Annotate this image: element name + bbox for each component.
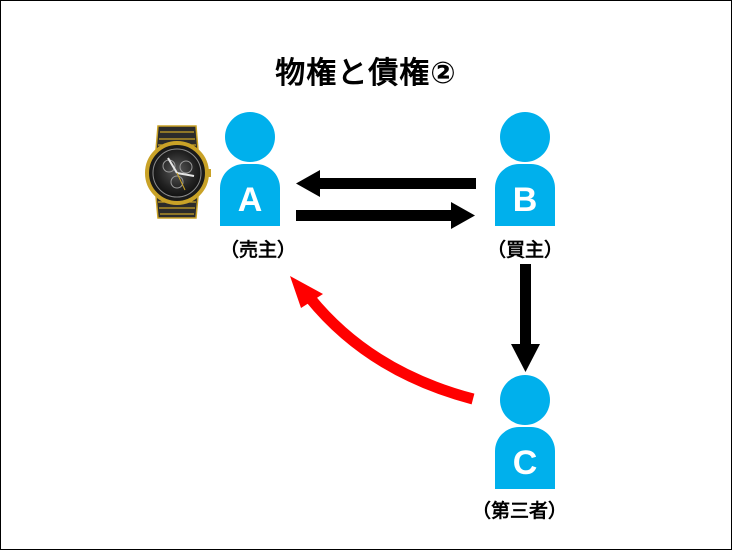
person-a-head (225, 112, 275, 162)
person-c-role-label: （第三者） (472, 500, 568, 522)
slide-title: 物権と債権② (275, 56, 457, 91)
person-a: A (220, 112, 280, 226)
arrow-b-to-c (511, 264, 540, 372)
person-c: C (495, 375, 555, 489)
wristwatch-icon (145, 125, 211, 219)
arrow-a-to-b (296, 202, 475, 229)
person-c-letter: C (513, 444, 538, 482)
person-b: B (495, 112, 555, 226)
arrow-b-to-a (296, 170, 476, 197)
person-b-head (500, 112, 550, 162)
person-b-letter: B (513, 181, 538, 219)
person-c-head (500, 375, 550, 425)
person-a-role-label: （売主） (220, 239, 297, 261)
person-a-letter: A (238, 181, 263, 219)
person-b-role-label: （買主） (487, 239, 564, 261)
arrow-c-to-a (290, 276, 475, 405)
